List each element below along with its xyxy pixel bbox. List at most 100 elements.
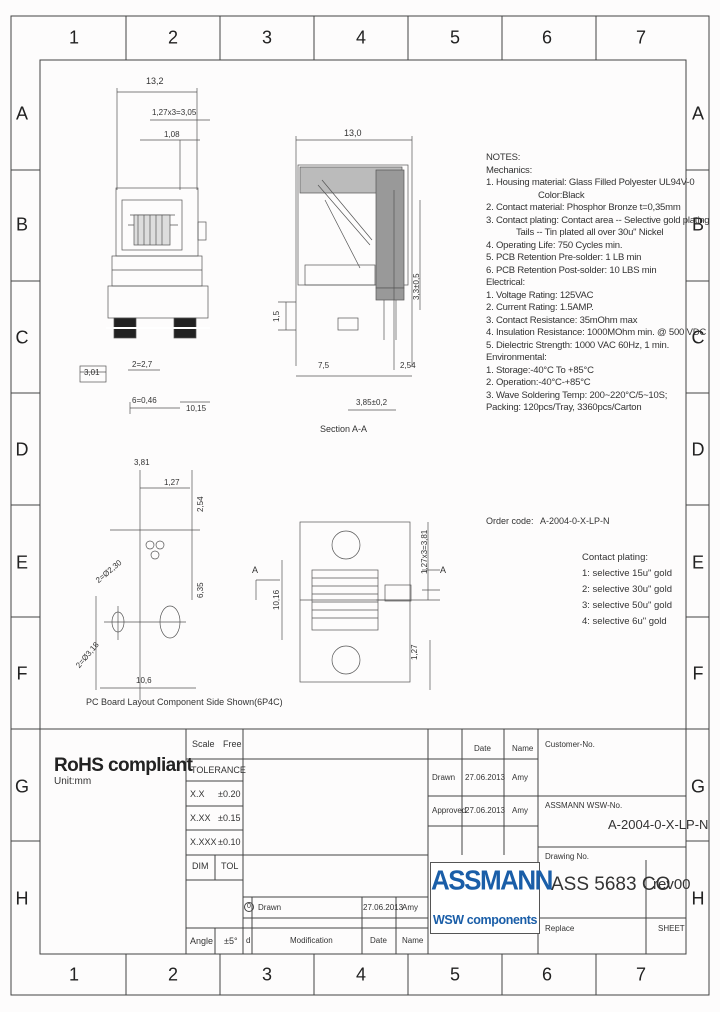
revision-description: Drawn	[258, 903, 282, 912]
row-label-H-right: H	[691, 888, 705, 909]
row-label-F: F	[16, 663, 28, 684]
tol-row-key: X.XXX	[190, 837, 217, 847]
dim-side-10: 10,15	[186, 404, 207, 413]
row-dividers	[11, 169, 709, 842]
note-line: 1. Storage:-40°C To +85°C	[486, 364, 594, 376]
dim-pcb-381: 3,81	[134, 458, 150, 467]
column-label-3: 3	[261, 27, 273, 48]
column-label-6-bottom: 6	[541, 964, 553, 985]
dim-section-left: 1,5	[272, 310, 281, 322]
col-name-header: Name	[402, 936, 424, 945]
dim-pcb-127: 1,27	[164, 478, 180, 487]
section-caption: Section A-A	[320, 424, 368, 434]
assmann-no-label: ASSMANN WSW-No.	[545, 801, 623, 810]
section-mark-A-left: A	[252, 565, 259, 575]
note-line: 5. PCB Retention Pre-solder: 1 LB min	[486, 252, 642, 263]
dim-pcb-106: 10,6	[136, 676, 152, 685]
order-code-value: A-2004-0-X-LP-N	[540, 516, 610, 526]
dim-section-254: 2,54	[400, 361, 416, 370]
sheet-label: SHEET	[658, 924, 685, 933]
row-label-F-right: F	[692, 663, 704, 684]
row-label-A-right: A	[691, 103, 705, 124]
dim-label: DIM	[192, 861, 209, 871]
pcb-caption: PC Board Layout Component Side Shown(6P4…	[86, 697, 283, 707]
dim-front-1016: 10,16	[272, 589, 281, 610]
note-line: 5. Dielectric Strength: 1000 VAC 60Hz, 1…	[486, 339, 670, 351]
front-view	[255, 521, 440, 690]
note-line: 2. Contact material: Phosphor Bronze t=0…	[486, 202, 681, 213]
dim-section-top: 13,0	[344, 128, 362, 138]
contact-plating-item: 4: selective 6u" gold	[582, 616, 667, 627]
contact-plating-title: Contact plating:	[582, 552, 649, 563]
revision: rev00	[653, 876, 691, 893]
drawing-number: ASS 5683 CO	[551, 874, 671, 895]
column-label-1: 1	[68, 27, 80, 48]
notes-block: NOTES: Mechanics: 1. Housing material: G…	[486, 152, 710, 415]
logo-subtitle: WSW components	[432, 913, 538, 927]
dim-front-127: 1,27	[410, 644, 419, 660]
revision-name: Amy	[402, 903, 418, 912]
note-line: 2. Current Rating: 1.5AMP.	[486, 302, 594, 313]
row-label-E: E	[15, 552, 29, 573]
col-date-header: Date	[370, 936, 387, 945]
title-block-grid	[40, 728, 686, 954]
note-line: 3. Contact Resistance: 35mOhm max	[486, 314, 638, 326]
revision-date: 27.06.2013	[363, 903, 404, 912]
tolerance-label: TOLERANCE	[191, 765, 246, 775]
tol-label: TOL	[221, 861, 239, 871]
contact-plating-block: Contact plating: 1: selective 15u" gold …	[582, 550, 672, 630]
col-modification-header: Modification	[290, 936, 333, 945]
note-line: 4. Operating Life: 750 Cycles min.	[486, 239, 623, 251]
column-label-1-bottom: 1	[68, 964, 80, 985]
approved-date: 27.06.2013	[465, 806, 506, 815]
row-label-G: G	[14, 776, 30, 797]
note-line: Environmental:	[486, 352, 547, 363]
pcb-layout-view	[95, 470, 200, 700]
angle-label: Angle	[190, 936, 214, 946]
note-line: Electrical:	[486, 277, 525, 288]
column-label-7-bottom: 7	[635, 964, 647, 985]
note-line: Tails -- Tin plated all over 30u" Nickel	[516, 227, 664, 238]
note-line: Color:Black	[538, 189, 585, 201]
dim-front-127x3: 1,27x3=3,81	[420, 529, 429, 574]
note-line: 3. Contact plating: Contact area -- Sele…	[486, 214, 710, 226]
row-label-G-right: G	[690, 776, 706, 797]
name-header: Name	[512, 744, 534, 753]
dim-side-108: 1,08	[164, 130, 180, 139]
column-label-2-bottom: 2	[167, 964, 179, 985]
dim-section-385: 3,85±0,2	[356, 398, 388, 407]
dim-side-pin: 1,27x3=3,05	[152, 108, 197, 117]
tol-row-key: X.X	[190, 789, 205, 799]
logo-wordmark: ASSMANN	[431, 864, 553, 896]
tol-row-value: ±0.10	[218, 837, 241, 847]
row-label-B: B	[15, 214, 29, 235]
drawn-label: Drawn	[432, 773, 456, 782]
dim-section-75: 7,5	[318, 361, 330, 370]
dim-side-top: 13,2	[146, 76, 164, 86]
drawn-name: Amy	[512, 773, 528, 782]
tol-row-value: ±0.20	[218, 789, 241, 799]
approved-name: Amy	[512, 806, 528, 815]
scale-value: Free	[223, 739, 242, 749]
tol-row-value: ±0.15	[218, 813, 241, 823]
scale-label: Scale	[192, 739, 215, 749]
dim-pcb-635: 6,35	[196, 582, 205, 598]
drawn-date: 27.06.2013	[465, 773, 506, 782]
note-line: 2. Operation:-40°C-+85°C	[486, 377, 591, 388]
angle-value: ±5°	[224, 936, 238, 946]
assmann-logo: ASSMANN WSW components	[430, 862, 553, 934]
row-label-C-right: C	[691, 327, 705, 348]
column-label-3-bottom: 3	[261, 964, 273, 985]
column-label-4: 4	[355, 27, 367, 48]
rohs-label: RoHS compliant	[54, 755, 193, 776]
row-label-D-right: D	[691, 439, 705, 460]
column-label-2: 2	[167, 27, 179, 48]
drawing-no-label: Drawing No.	[545, 852, 590, 861]
contact-plating-item: 3: selective 50u" gold	[582, 600, 672, 611]
row-label-D: D	[15, 439, 29, 460]
column-label-6: 6	[541, 27, 553, 48]
approved-label: Approved	[432, 806, 467, 815]
note-line: NOTES:	[486, 152, 521, 163]
